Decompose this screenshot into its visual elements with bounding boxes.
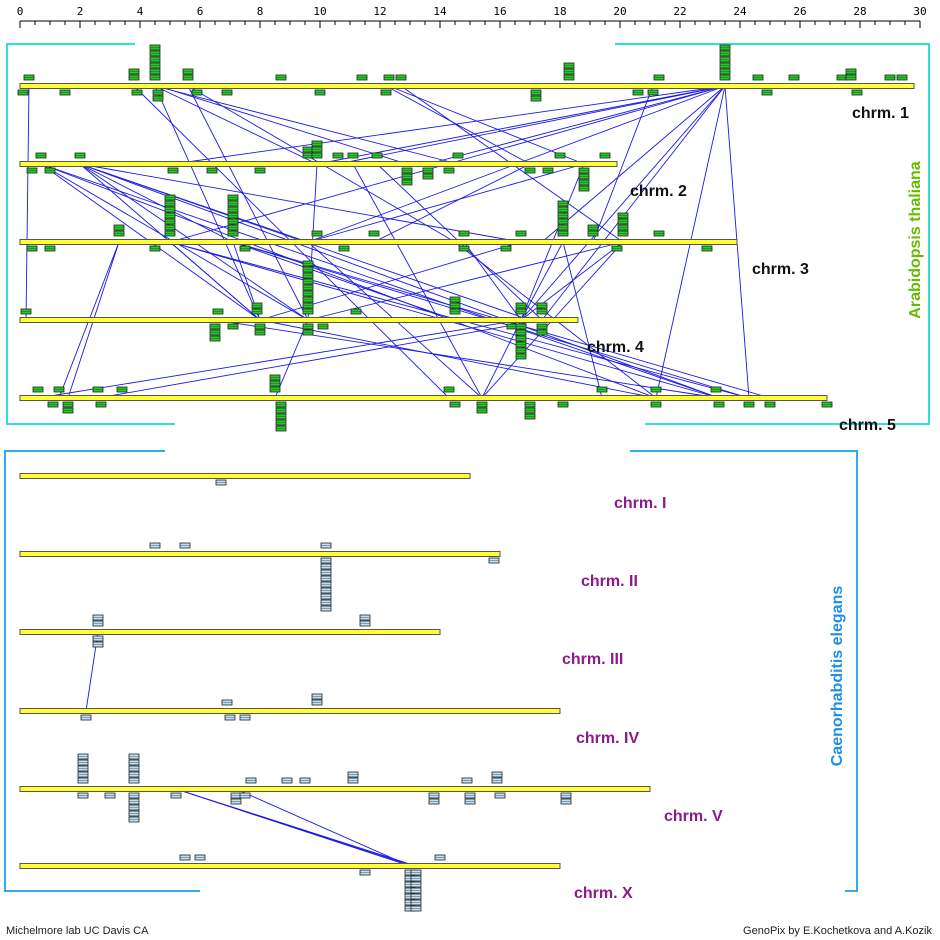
axis-tick-label: 14 — [433, 5, 447, 18]
chromosome-bar — [19, 395, 828, 401]
axis-tick-label: 2 — [77, 5, 84, 18]
synteny-link — [541, 85, 726, 321]
chromosome-label: chrm. 2 — [630, 183, 687, 200]
synteny-link — [97, 319, 543, 399]
software-credit: GenoPix by E.Kochetkova and A.Kozik — [743, 925, 932, 937]
synteny-link — [481, 319, 522, 399]
chromosome-bar — [19, 863, 561, 869]
arabidopsis-frame-gap-top — [135, 38, 615, 50]
chromosome-bar — [19, 473, 471, 479]
chromosome-bar — [19, 83, 915, 89]
celegans-frame-gap-bottom — [200, 885, 845, 897]
celegans-panel-frame — [4, 450, 858, 892]
chromosome-bar — [19, 629, 441, 635]
synteny-link — [235, 788, 411, 867]
synteny-link — [592, 85, 654, 243]
synteny-link — [154, 85, 318, 165]
synteny-link — [157, 85, 408, 165]
synteny-link — [169, 241, 261, 321]
axis-tick-label: 20 — [613, 5, 626, 18]
synteny-link — [463, 241, 522, 321]
axis-tick-label: 28 — [853, 5, 866, 18]
chromosome-label: chrm. I — [614, 495, 666, 512]
axis-tick-label: 6 — [197, 5, 204, 18]
axis-tick-label: 30 — [913, 5, 926, 18]
chromosome-label: chrm. X — [574, 885, 633, 902]
synteny-link — [79, 163, 234, 243]
synteny-link — [541, 85, 726, 243]
chromosome-label: chrm. 5 — [839, 417, 896, 434]
synteny-link — [154, 85, 459, 165]
chromosome-bar — [19, 161, 618, 167]
chromosome-bar — [19, 786, 651, 792]
axis-tick-label: 26 — [793, 5, 806, 18]
synteny-link — [175, 788, 414, 867]
synteny-link — [337, 85, 726, 165]
synteny-link — [352, 163, 483, 399]
synteny-link — [214, 319, 720, 399]
celegans-chromosomes — [19, 473, 651, 869]
chromosome-label: chrm. II — [581, 573, 638, 590]
synteny-link — [520, 85, 726, 321]
synteny-link — [79, 163, 522, 243]
synteny-link — [259, 241, 522, 321]
synteny-link — [307, 241, 624, 321]
synteny-link — [25, 85, 30, 321]
synteny-link — [562, 241, 603, 399]
synteny-link — [427, 85, 726, 165]
celegans-chromosome-labels: chrm. I chrm. II chrm. III chrm. IV chrm. V c… — [562, 495, 723, 902]
lab-credit: Michelmore lab UC Davis CA — [6, 925, 149, 937]
axis-tick-label: 16 — [493, 5, 506, 18]
chromosome-label: chrm. V — [664, 808, 723, 825]
axis-tick-label: 0 — [17, 5, 24, 18]
arabidopsis-chromosome-labels: chrm. 1 chrm. 2 chrm. 3 chrm. 4 chrm. 5 — [587, 105, 909, 434]
chromosome-label: chrm. III — [562, 651, 623, 668]
axis-tick-label: 24 — [733, 5, 747, 18]
synteny-link — [154, 85, 261, 321]
arabidopsis-chromosomes — [19, 83, 915, 401]
synteny-link — [232, 241, 456, 321]
synteny-link — [274, 319, 309, 399]
synteny-link — [373, 163, 531, 243]
chromosome-bar — [19, 551, 501, 557]
axis-tick-label: 22 — [673, 5, 686, 18]
synteny-link — [79, 163, 720, 399]
chromosome-bar — [19, 239, 738, 245]
synteny-link — [307, 163, 585, 243]
synteny-link — [187, 85, 309, 321]
synteny-link — [385, 85, 531, 165]
arabidopsis-genes — [17, 44, 908, 432]
celegans-species-label: Caenorhabditis elegans — [829, 586, 846, 767]
synteny-link — [40, 163, 657, 399]
arabidopsis-species-label: Arabidopsis thaliana — [907, 161, 924, 318]
arabidopsis-frame-gap-bottom — [175, 418, 645, 430]
synteny-link — [37, 319, 522, 399]
synteny-link — [316, 85, 726, 165]
axis-tick-label: 12 — [373, 5, 386, 18]
chromosome-label: chrm. 1 — [852, 105, 909, 122]
axis-tick-label: 4 — [137, 5, 144, 18]
axis-tick-label: 8 — [257, 5, 264, 18]
celegans-synteny-links — [83, 631, 566, 867]
chromosome-label: chrm. 3 — [752, 261, 809, 278]
celegans-genes — [77, 479, 572, 912]
chromosome-bar — [19, 317, 579, 323]
axis-tick-label: 10 — [313, 5, 326, 18]
axis-tick-label: 18 — [553, 5, 566, 18]
celegans-frame-gap-top — [165, 445, 630, 457]
chromosome-bar — [19, 708, 561, 714]
chromosome-label: chrm. 4 — [587, 339, 644, 356]
chromosome-label: chrm. IV — [576, 730, 639, 747]
synteny-link — [172, 85, 726, 165]
synteny-link — [520, 241, 564, 321]
synteny-link — [259, 319, 657, 399]
